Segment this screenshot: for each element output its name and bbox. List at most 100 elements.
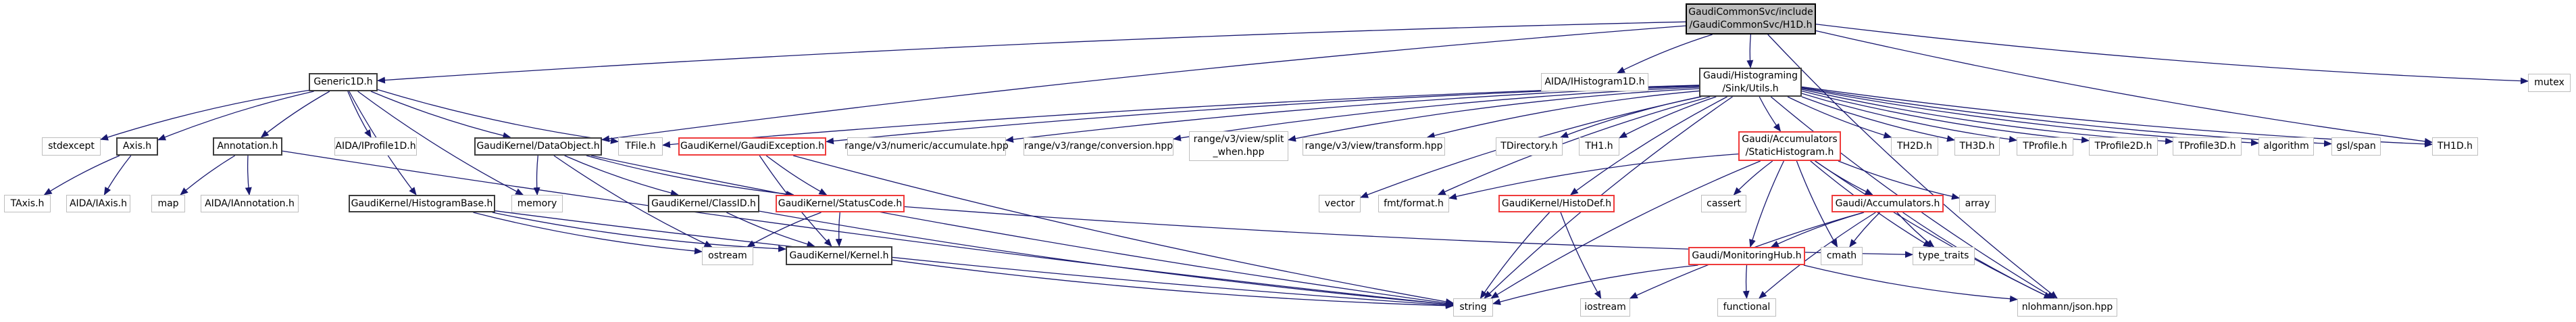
graph-node-typetraits: type_traits (1913, 247, 1975, 265)
graph-node-th2d: TH2D.h (1891, 137, 1938, 156)
graph-node-kernel[interactable]: GaudiKernel/Kernel.h (786, 246, 892, 265)
edge-dataobject-to-string (590, 155, 1454, 306)
edge-utils-to-splitwhen (1288, 88, 1700, 142)
graph-node-map: map (151, 195, 185, 212)
graph-node-cmath: cmath (1821, 247, 1863, 265)
edge-generic1d-to-annotation (260, 91, 330, 138)
graph-node-tfile: TFile.h (618, 137, 663, 156)
graph-node-h1d[interactable]: GaudiCommonSvc/include /GaudiCommonSvc/H… (1686, 3, 1816, 34)
edge-utils-to-tprofile2d (1801, 90, 2090, 143)
edge-histogrambase-to-string (495, 210, 1454, 308)
graph-node-iostream: iostream (1580, 298, 1630, 317)
edge-classid-to-kernel (726, 212, 815, 248)
graph-node-statichistogram[interactable]: Gaudi/Accumulators /StaticHistogram.h (1738, 131, 1841, 161)
edge-monitoringhub-to-functional (1742, 264, 1750, 299)
edge-histodef-to-iostream (1560, 212, 1602, 299)
edge-generic1d-to-dataobject (370, 91, 511, 139)
graph-node-th3d: TH3D.h (1954, 137, 2000, 156)
edge-dataobject-to-classid (564, 155, 679, 197)
edge-generic1d-to-iprofile1d (347, 91, 372, 138)
graph-node-th1: TH1.h (1579, 137, 1619, 156)
edge-axis-to-iaxis (103, 155, 132, 196)
graph-node-dataobject[interactable]: GaudiKernel/DataObject.h (474, 137, 602, 156)
graph-node-functional: functional (1717, 298, 1776, 317)
graph-node-conversion: range/v3/range/conversion.hpp (1024, 137, 1173, 156)
graph-node-tdirectory: TDirectory.h (1496, 137, 1563, 156)
edge-dataobject-to-statuscode (586, 155, 794, 198)
graph-node-tprofile3d: TProfile3D.h (2173, 137, 2242, 156)
edge-statuscode-to-ostream (747, 212, 822, 248)
edges-group (43, 21, 2529, 309)
graph-node-histogrambase[interactable]: GaudiKernel/HistogramBase.h (349, 195, 495, 212)
edge-h1d-to-th1d (1815, 30, 2433, 145)
edge-gaudiexception-to-statuscode (765, 155, 828, 196)
edge-generic1d-to-tfile (377, 89, 619, 144)
edge-utils-to-th1 (1619, 96, 1717, 139)
graph-node-generic1d[interactable]: Generic1D.h (309, 73, 378, 91)
graph-node-array: array (1959, 195, 1996, 212)
edge-h1d-to-generic1d (377, 21, 1686, 84)
edge-statichistogram-to-array (1838, 160, 1960, 200)
edge-utils-to-statichistogram (1759, 96, 1782, 132)
graph-node-memory: memory (511, 195, 563, 212)
graph-node-th1d: TH1D.h (2432, 137, 2478, 156)
graph-node-ihistogram1d: AIDA/IHistogram1D.h (1541, 73, 1648, 91)
edge-utils-to-accumulate (1005, 85, 1700, 143)
edge-generic1d-to-axis (157, 91, 314, 141)
edge-statichistogram-to-string (1490, 160, 1761, 299)
graph-node-fmtformat: fmt/format.h (1378, 195, 1449, 212)
edge-utils-to-th1d (1801, 86, 2433, 147)
edge-annotation-to-map (180, 155, 236, 196)
graph-node-mutex: mutex (2528, 74, 2571, 92)
edge-utils-to-transform (1426, 90, 1700, 139)
graph-node-annotation[interactable]: Annotation.h (213, 137, 282, 156)
edge-statichistogram-to-monitoringhub (1749, 160, 1784, 248)
graph-node-iaxis: AIDA/IAxis.h (66, 195, 130, 212)
graph-node-json: nlohmann/json.hpp (2017, 298, 2117, 317)
graph-node-algorithm: algorithm (2258, 137, 2314, 156)
edge-utils-to-tdirectory (1560, 96, 1701, 138)
edge-gaudiexception-to-string (792, 155, 1454, 305)
edge-axis-to-taxis (43, 155, 120, 196)
graph-node-vector: vector (1319, 195, 1361, 212)
edge-histogrambase-to-kernel (492, 212, 786, 252)
graph-node-tprofile: TProfile.h (2017, 137, 2073, 156)
graph-node-iannotation: AIDA/IAnnotation.h (201, 195, 299, 212)
edge-histogrambase-to-ostream (473, 212, 703, 254)
edge-utils-to-tprofile3d (1801, 89, 2173, 145)
graph-node-monitoringhub[interactable]: Gaudi/MonitoringHub.h (1688, 247, 1805, 265)
edge-utils-to-gslspan (1801, 87, 2332, 147)
graph-node-statuscode[interactable]: GaudiKernel/StatusCode.h (776, 195, 905, 212)
graph-node-accumulators[interactable]: Gaudi/Accumulators.h (1832, 195, 1944, 212)
graph-node-transform: range/v3/view/transform.hpp (1303, 137, 1445, 156)
graph-node-ostream: ostream (702, 247, 753, 265)
graph-node-string: string (1453, 298, 1493, 317)
edge-h1d-to-ihistogram1d (1616, 34, 1713, 74)
graph-node-stdexcept: stdexcept (42, 137, 101, 156)
edge-histodef-to-string (1480, 212, 1550, 299)
graph-node-gaudiexception[interactable]: GaudiKernel/GaudiException.h (678, 137, 826, 156)
graph-node-histodef[interactable]: GaudiKernel/HistoDef.h (1498, 195, 1615, 212)
graph-node-tprofile2d: TProfile2D.h (2089, 137, 2158, 156)
edge-accumulators-to-cmath (1849, 212, 1881, 248)
edge-monitoringhub-to-json (1803, 264, 2018, 302)
edge-annotation-to-iannotation (245, 155, 252, 196)
edge-kernel-to-string (892, 259, 1454, 309)
graph-node-utils[interactable]: Gaudi/Histograming /Sink/Utils.h (1699, 68, 1802, 97)
edge-statichistogram-to-fmtformat (1448, 153, 1739, 200)
graph-node-classid[interactable]: GaudiKernel/ClassID.h (648, 195, 759, 212)
edge-accumulators-to-typetraits (1896, 212, 1935, 248)
graph-node-splitwhen: range/v3/view/split _when.hpp (1189, 131, 1288, 161)
edge-annotation-to-string (282, 150, 1454, 308)
edge-utils-to-fmtformat (1437, 96, 1711, 196)
edge-generic1d-to-stdexcept (100, 89, 309, 141)
edge-dataobject-to-memory (533, 155, 540, 196)
edge-utils-to-tfile (662, 85, 1700, 148)
graph-node-axis[interactable]: Axis.h (116, 137, 158, 156)
edge-h1d-to-dataobject (601, 25, 1686, 143)
graph-node-accumulate: range/v3/numeric/accumulate.hpp (844, 137, 1009, 156)
edge-utils-to-algorithm (1801, 87, 2259, 146)
graph-node-iprofile1d: AIDA/IProfile1D.h (334, 137, 417, 156)
